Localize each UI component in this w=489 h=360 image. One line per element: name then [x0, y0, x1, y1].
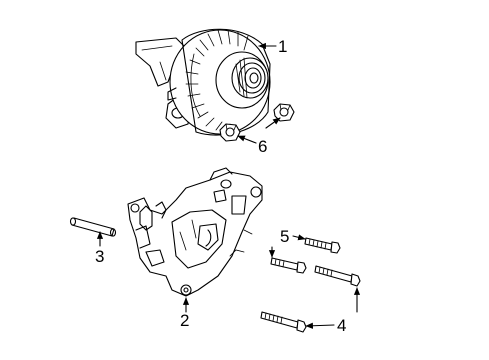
callout-5: 5: [280, 227, 289, 246]
nut-lower: [219, 123, 241, 142]
callout-6: 6: [258, 137, 267, 156]
nut-upper: [273, 103, 295, 122]
leader-5: [292, 234, 306, 241]
bolt-middle-right: [314, 265, 361, 287]
leader-lines: [96, 42, 361, 329]
mounting-bracket: [127, 167, 263, 297]
callout-4: 4: [337, 316, 346, 335]
alternator: [135, 28, 271, 136]
callout-3: 3: [95, 247, 104, 266]
bolt-upper: [304, 237, 341, 254]
leader-4-left: [305, 322, 335, 329]
leader-6-lower: [237, 135, 257, 144]
bolt-middle-left: [270, 257, 307, 274]
callout-2: 2: [180, 311, 189, 330]
bolt-lower: [260, 311, 307, 333]
dowel-pin: [69, 217, 117, 237]
callout-1: 1: [278, 37, 287, 56]
leader-6-upper: [265, 117, 281, 129]
